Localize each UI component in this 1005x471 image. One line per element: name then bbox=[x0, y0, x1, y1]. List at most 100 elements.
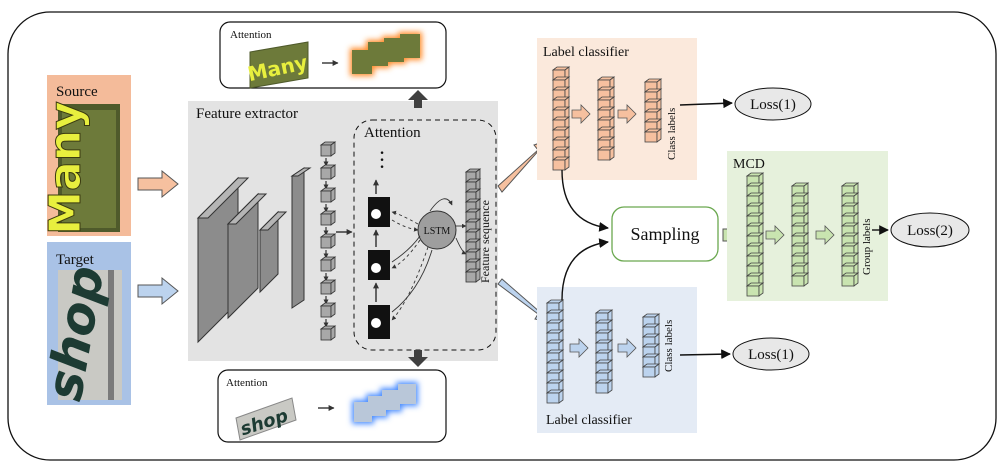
feature-extractor-label: Feature extractor bbox=[196, 106, 298, 122]
loss2-label: Loss(2) bbox=[907, 223, 953, 239]
feature-sequence-label: Feature sequence bbox=[478, 200, 492, 283]
cell-side bbox=[330, 302, 336, 318]
cell-side bbox=[330, 279, 336, 295]
cell-side bbox=[803, 272, 809, 287]
mcd-label: MCD bbox=[733, 157, 765, 172]
bottom-to-sampling-curve bbox=[561, 238, 609, 301]
class-labels-top: Class labels bbox=[666, 108, 678, 160]
cell bbox=[644, 131, 658, 143]
cell-side bbox=[654, 363, 660, 378]
encoder-column bbox=[319, 141, 337, 341]
mcd-layer-1 bbox=[745, 172, 765, 297]
source-input-arrow bbox=[137, 169, 179, 199]
cell bbox=[546, 392, 560, 404]
loss1-bottom-node bbox=[732, 337, 810, 371]
encoder-cell bbox=[319, 187, 337, 203]
lc-bottom-arrow-2 bbox=[617, 338, 637, 358]
encoder-cell bbox=[319, 256, 337, 272]
cell bbox=[320, 259, 332, 272]
cell-side bbox=[607, 379, 613, 394]
top-to-sampling-curve bbox=[561, 169, 609, 232]
encoder-cell bbox=[319, 164, 337, 180]
mcd-layer-2 bbox=[790, 182, 810, 287]
loss2-node bbox=[890, 212, 970, 248]
cell-side bbox=[330, 141, 336, 157]
source-word-image: Many bbox=[40, 101, 91, 234]
cell bbox=[320, 236, 332, 249]
lstm-label: LSTM bbox=[424, 226, 451, 237]
cell-side bbox=[330, 187, 336, 203]
lc-bottom-layer-2 bbox=[594, 309, 614, 394]
attention-preview-top: Attention Many bbox=[219, 21, 447, 89]
cell-side bbox=[475, 268, 481, 283]
loss1-bottom-label: Loss(1) bbox=[748, 347, 794, 363]
source-label: Source bbox=[56, 84, 98, 100]
class-labels-bottom: Class labels bbox=[663, 320, 675, 372]
lc-top-arrow-1 bbox=[571, 104, 591, 124]
feature-seq-cells bbox=[464, 168, 482, 283]
cell bbox=[595, 382, 609, 394]
cnn-layers bbox=[196, 167, 312, 344]
cell-side bbox=[558, 389, 564, 404]
lc-top-layer-1 bbox=[551, 66, 571, 171]
lc-top-arrow-2 bbox=[617, 104, 637, 124]
label-classifier-bottom-layers bbox=[545, 299, 661, 404]
mcd-arrow-2 bbox=[815, 225, 835, 245]
target-label: Target bbox=[56, 252, 95, 268]
mcd-arrow-1 bbox=[765, 225, 785, 245]
lc-bottom-layer-3 bbox=[641, 313, 661, 378]
encoder-cell bbox=[319, 141, 337, 157]
label-classifier-top-label: Label classifier bbox=[543, 45, 629, 60]
cell bbox=[320, 282, 332, 295]
feature-sequence-column bbox=[464, 168, 482, 283]
attention-top-label: Attention bbox=[230, 29, 272, 41]
cell bbox=[320, 305, 332, 318]
cell-side bbox=[330, 210, 336, 226]
attention-bottom-label: Attention bbox=[226, 377, 268, 389]
loss1-top-node bbox=[734, 87, 812, 121]
cell-side bbox=[609, 146, 615, 161]
encoder-cell bbox=[319, 210, 337, 226]
attention-preview-bottom: Attention shop bbox=[217, 369, 447, 443]
group-labels: Group labels bbox=[861, 218, 873, 275]
mcd-layers bbox=[745, 172, 860, 297]
lc-bottom-arrow-1 bbox=[569, 338, 589, 358]
encoder-cell bbox=[319, 302, 337, 318]
sampling-box bbox=[611, 206, 719, 262]
attention-module-label: Attention bbox=[364, 125, 421, 141]
cell bbox=[746, 285, 760, 297]
encoder-cell bbox=[319, 325, 337, 341]
label-classifier-top-layers bbox=[551, 66, 663, 171]
target-panel: Target shop bbox=[35, 242, 131, 405]
lc-bottom-layer-1 bbox=[545, 299, 565, 404]
cell-side bbox=[330, 256, 336, 272]
loss1-top-label: Loss(1) bbox=[750, 97, 796, 113]
cell bbox=[320, 190, 332, 203]
cell bbox=[597, 149, 611, 161]
cell-side bbox=[330, 164, 336, 180]
attention-module-box bbox=[353, 119, 497, 351]
cell-side bbox=[853, 272, 859, 287]
cell-side bbox=[656, 128, 662, 143]
attention-down-arrow bbox=[408, 350, 428, 367]
cell bbox=[320, 328, 332, 341]
cell bbox=[320, 213, 332, 226]
attention-dots: ··· bbox=[378, 140, 385, 179]
encoder-cell bbox=[319, 233, 337, 249]
mcd-layer-3 bbox=[840, 182, 860, 287]
encoder-cell bbox=[319, 279, 337, 295]
cell bbox=[552, 159, 566, 171]
cell bbox=[642, 366, 656, 378]
lc-top-layer-3 bbox=[643, 78, 663, 143]
cell bbox=[841, 275, 855, 287]
outer-frame bbox=[7, 11, 997, 461]
cell-side bbox=[564, 156, 570, 171]
source-panel: Source Many bbox=[40, 75, 131, 236]
attention-glimpses bbox=[368, 179, 390, 339]
lc-top-layer-2 bbox=[596, 76, 616, 161]
cell-side bbox=[758, 282, 764, 297]
label-classifier-bottom-label: Label classifier bbox=[546, 413, 632, 428]
attention-up-arrow bbox=[408, 90, 428, 108]
sampling-label: Sampling bbox=[630, 224, 699, 244]
